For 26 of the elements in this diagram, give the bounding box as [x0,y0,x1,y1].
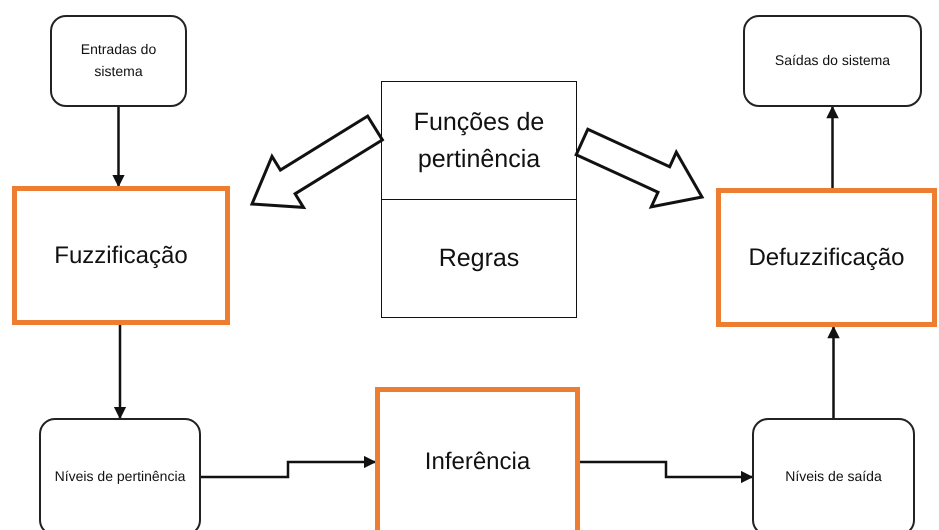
process-box [716,188,937,327]
arrow [201,456,376,478]
process-box [12,186,230,325]
block-arrow [574,127,704,209]
node-label: Entradas do sistema [80,40,158,81]
arrow [827,326,840,418]
node-label: Saídas do sistema [774,51,890,70]
node-label: Inferência [424,448,530,476]
node-label: Funções de pertinência [412,107,546,174]
arrow [112,107,125,188]
arrow [826,106,839,188]
io-box [39,418,201,530]
node-label: Níveis de saída [785,467,882,486]
io-box [752,418,915,530]
knowledge-base-cell [381,199,577,318]
node-label: Fuzzificação [54,242,188,270]
arrow [580,460,754,484]
block-arrow [250,114,384,210]
node-label: Níveis de pertinência [54,467,186,486]
io-box [743,15,922,107]
node-label: Regras [438,242,520,274]
io-box [50,15,187,107]
process-box [375,387,580,530]
node-label: Defuzzificação [748,244,905,272]
arrow [114,325,126,420]
knowledge-base-cell [381,81,577,200]
